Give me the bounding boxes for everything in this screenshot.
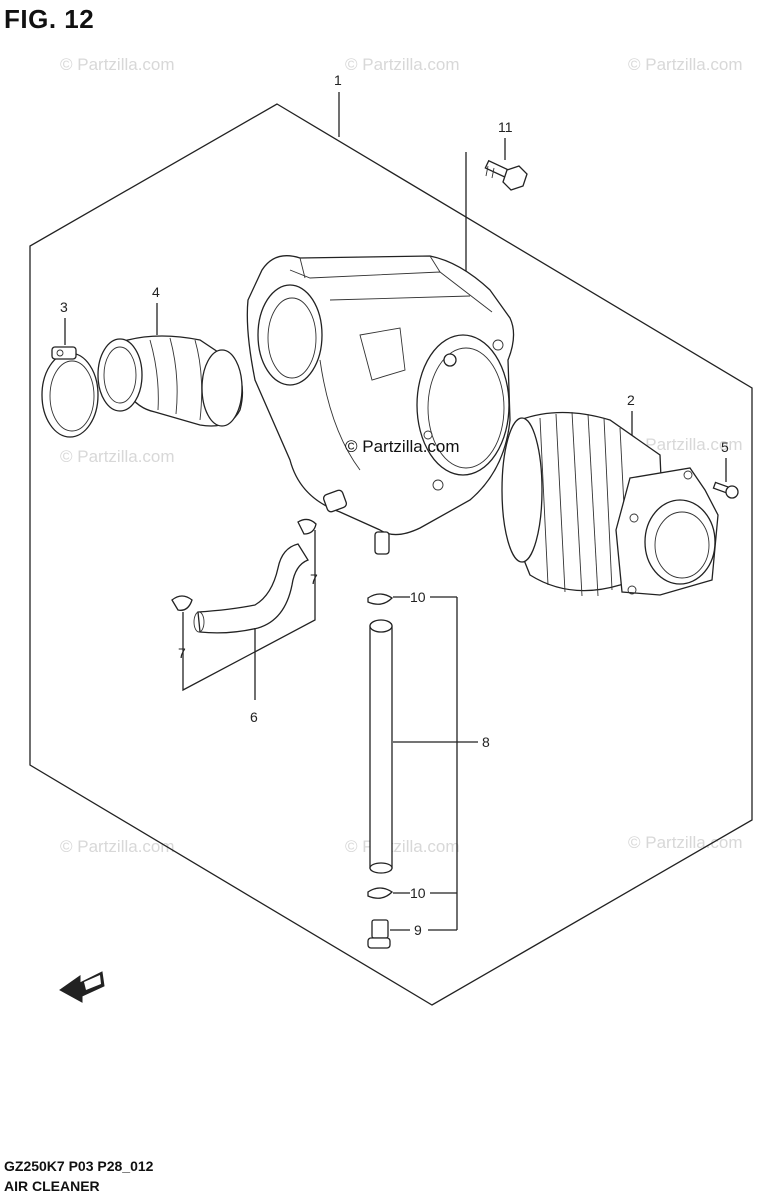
leader-line xyxy=(182,530,316,692)
callout-2: 2 xyxy=(627,392,635,408)
watermark: © Partzilla.com xyxy=(60,447,175,466)
callout-5: 5 xyxy=(721,439,729,455)
callout-8: 8 xyxy=(482,734,490,750)
callout-11: 11 xyxy=(498,119,513,135)
section-title: AIR CLEANER xyxy=(4,1178,100,1194)
callout-10: 10 xyxy=(410,885,426,901)
callout-1: 1 xyxy=(334,72,342,88)
watermark: © Partzilla.com xyxy=(60,837,175,856)
figure-label: FIG. 12 xyxy=(4,4,95,34)
watermark: © Partzilla.com xyxy=(628,833,743,852)
watermark: © Partzilla.com xyxy=(60,55,175,74)
callout-6: 6 xyxy=(250,709,258,725)
watermark-center: © Partzilla.com xyxy=(345,437,460,456)
filter-element-part-2 xyxy=(501,411,719,597)
plug-part-9 xyxy=(367,919,391,949)
watermark: © Partzilla.com xyxy=(345,837,460,856)
screw-part-5 xyxy=(712,481,739,499)
callout-3: 3 xyxy=(60,299,68,315)
callout-9: 9 xyxy=(414,922,422,938)
clamp-part-10 xyxy=(367,593,394,899)
model-code: GZ250K7 P03 P28_012 xyxy=(4,1158,154,1174)
drain-hose-part-6 xyxy=(171,518,317,634)
drain-tube-part-8 xyxy=(369,619,393,874)
callout-10: 10 xyxy=(410,589,426,605)
assembly-boundary xyxy=(29,103,753,1006)
callout-7: 7 xyxy=(178,645,186,661)
watermark: © Partzilla.com xyxy=(628,55,743,74)
air-cleaner-case xyxy=(246,255,515,555)
front-direction-arrow-icon xyxy=(59,971,105,1003)
callout-7: 7 xyxy=(310,571,318,587)
watermark: © Partzilla.com xyxy=(345,55,460,74)
intake-duct-part-4 xyxy=(97,335,244,427)
watermark: © Partzilla.com xyxy=(628,435,743,454)
clamp-part-3 xyxy=(41,346,99,438)
callout-4: 4 xyxy=(152,284,160,300)
